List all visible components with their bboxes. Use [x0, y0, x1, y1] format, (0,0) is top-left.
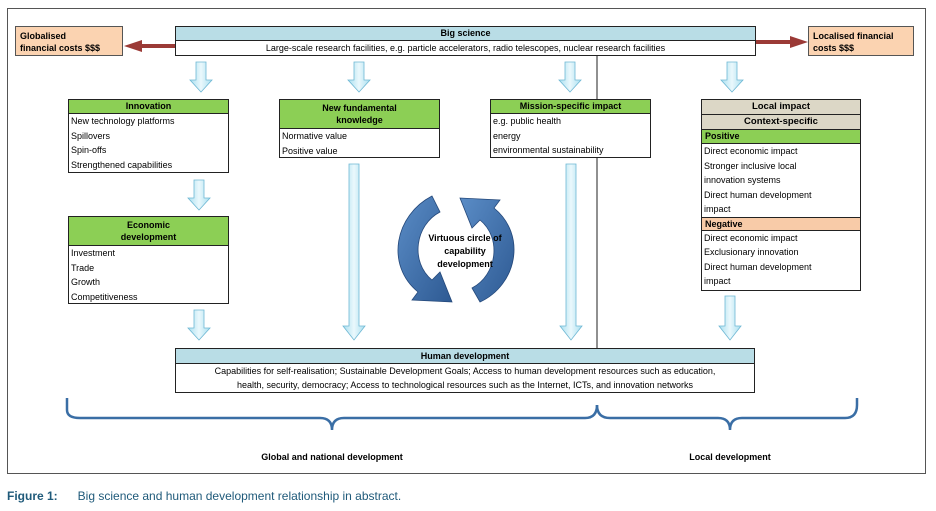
global-costs-line2: financial costs $$$	[20, 43, 101, 53]
local-costs-line2: costs $$$	[813, 43, 855, 53]
human-development-title: Human development	[176, 349, 754, 364]
human-development-box: Human development Capabilities for self-…	[175, 348, 755, 393]
local-costs-box: Localised financial costs $$$	[808, 26, 914, 56]
negative-item: Exclusionary innovation	[704, 247, 799, 257]
arrow-to-mission	[558, 61, 582, 93]
negative-label: Negative	[702, 216, 860, 231]
local-costs-line1: Localised financial	[813, 31, 894, 41]
virtuous-circle-label: Virtuous circle of capability developmen…	[410, 232, 520, 271]
economic-title-line1: Economic	[126, 220, 170, 230]
local-impact-box: Local impact Context-specific Positive D…	[701, 99, 861, 291]
positive-item: impact	[704, 204, 731, 214]
circle-line3: development	[437, 259, 493, 269]
global-costs-line1: Globalised	[20, 31, 67, 41]
economic-title: Economic development	[69, 217, 228, 246]
global-brace	[65, 398, 599, 431]
global-costs-box: Globalised financial costs $$$	[15, 26, 123, 56]
local-development-label: Local development	[689, 452, 771, 462]
mission-box: Mission-specific impact e.g. public heal…	[490, 99, 651, 158]
positive-item: Direct human development	[704, 189, 812, 200]
economic-item: Trade	[71, 262, 95, 273]
negative-item: Direct human development	[704, 261, 812, 272]
economic-item: Growth	[71, 277, 101, 287]
innovation-title: Innovation	[69, 100, 228, 114]
economic-item: Competitiveness	[71, 291, 138, 302]
mission-item: environmental sustainability	[493, 145, 604, 155]
mission-title: Mission-specific impact	[491, 100, 650, 114]
fundamental-title-line1: New fundamental	[322, 103, 397, 113]
big-science-title: Big science	[176, 27, 755, 41]
global-cost-arrow	[124, 40, 175, 52]
negative-item: impact	[704, 276, 731, 286]
circle-arrow-left	[397, 195, 453, 303]
caption-label: Figure 1:	[7, 489, 58, 503]
economic-item: Investment	[71, 248, 116, 258]
negative-item: Direct economic impact	[704, 232, 798, 243]
arrow-fundamental-to-human	[342, 163, 366, 341]
mission-item: e.g. public health	[493, 116, 562, 126]
innovation-item: Strengthened capabilities	[71, 159, 173, 170]
human-development-line2: health, security, democracy; Access to t…	[236, 380, 694, 390]
big-science-subtitle: Large-scale research facilities, e.g. pa…	[265, 43, 666, 53]
positive-item: innovation systems	[704, 175, 781, 185]
global-development-label: Global and national development	[261, 452, 403, 462]
innovation-item: New technology platforms	[71, 116, 175, 126]
arrow-economic-to-human	[187, 309, 211, 341]
innovation-box: Innovation New technology platforms Spil…	[68, 99, 229, 173]
arrow-local-to-human	[718, 295, 742, 341]
local-cost-arrow	[756, 36, 808, 48]
arrow-to-innovation	[189, 61, 213, 93]
caption-text: Big science and human development relati…	[77, 489, 402, 503]
innovation-item: Spin-offs	[71, 145, 107, 155]
circle-line1: Virtuous circle of	[428, 233, 502, 243]
economic-box: Economic development Investment Trade Gr…	[68, 216, 229, 304]
economic-title-line2: development	[120, 232, 177, 242]
positive-item: Stronger inclusive local	[704, 160, 797, 171]
fundamental-box: New fundamental knowledge Normative valu…	[279, 99, 440, 158]
arrow-innovation-to-economic	[187, 179, 211, 211]
local-brace	[595, 398, 859, 431]
fundamental-title: New fundamental knowledge	[280, 100, 439, 129]
fundamental-item: Normative value	[282, 131, 348, 141]
arrow-mission-to-human	[559, 163, 583, 341]
mission-item: energy	[493, 130, 521, 141]
arrow-to-fundamental	[347, 61, 371, 93]
big-science-box: Big science Large-scale research facilit…	[175, 26, 756, 56]
figure-caption: Figure 1: Big science and human developme…	[7, 489, 401, 503]
fundamental-title-line2: knowledge	[336, 115, 383, 125]
innovation-item: Spillovers	[71, 130, 111, 141]
local-impact-context: Context-specific	[702, 115, 860, 130]
human-development-line1: Capabilities for self-realisation; Susta…	[214, 366, 716, 376]
fundamental-item: Positive value	[282, 145, 338, 156]
arrow-to-local	[720, 61, 744, 93]
positive-item: Direct economic impact	[704, 146, 798, 156]
circle-arrow-right	[459, 197, 515, 303]
circle-line2: capability	[444, 246, 486, 256]
positive-label: Positive	[702, 130, 860, 144]
local-impact-title: Local impact	[702, 100, 860, 115]
